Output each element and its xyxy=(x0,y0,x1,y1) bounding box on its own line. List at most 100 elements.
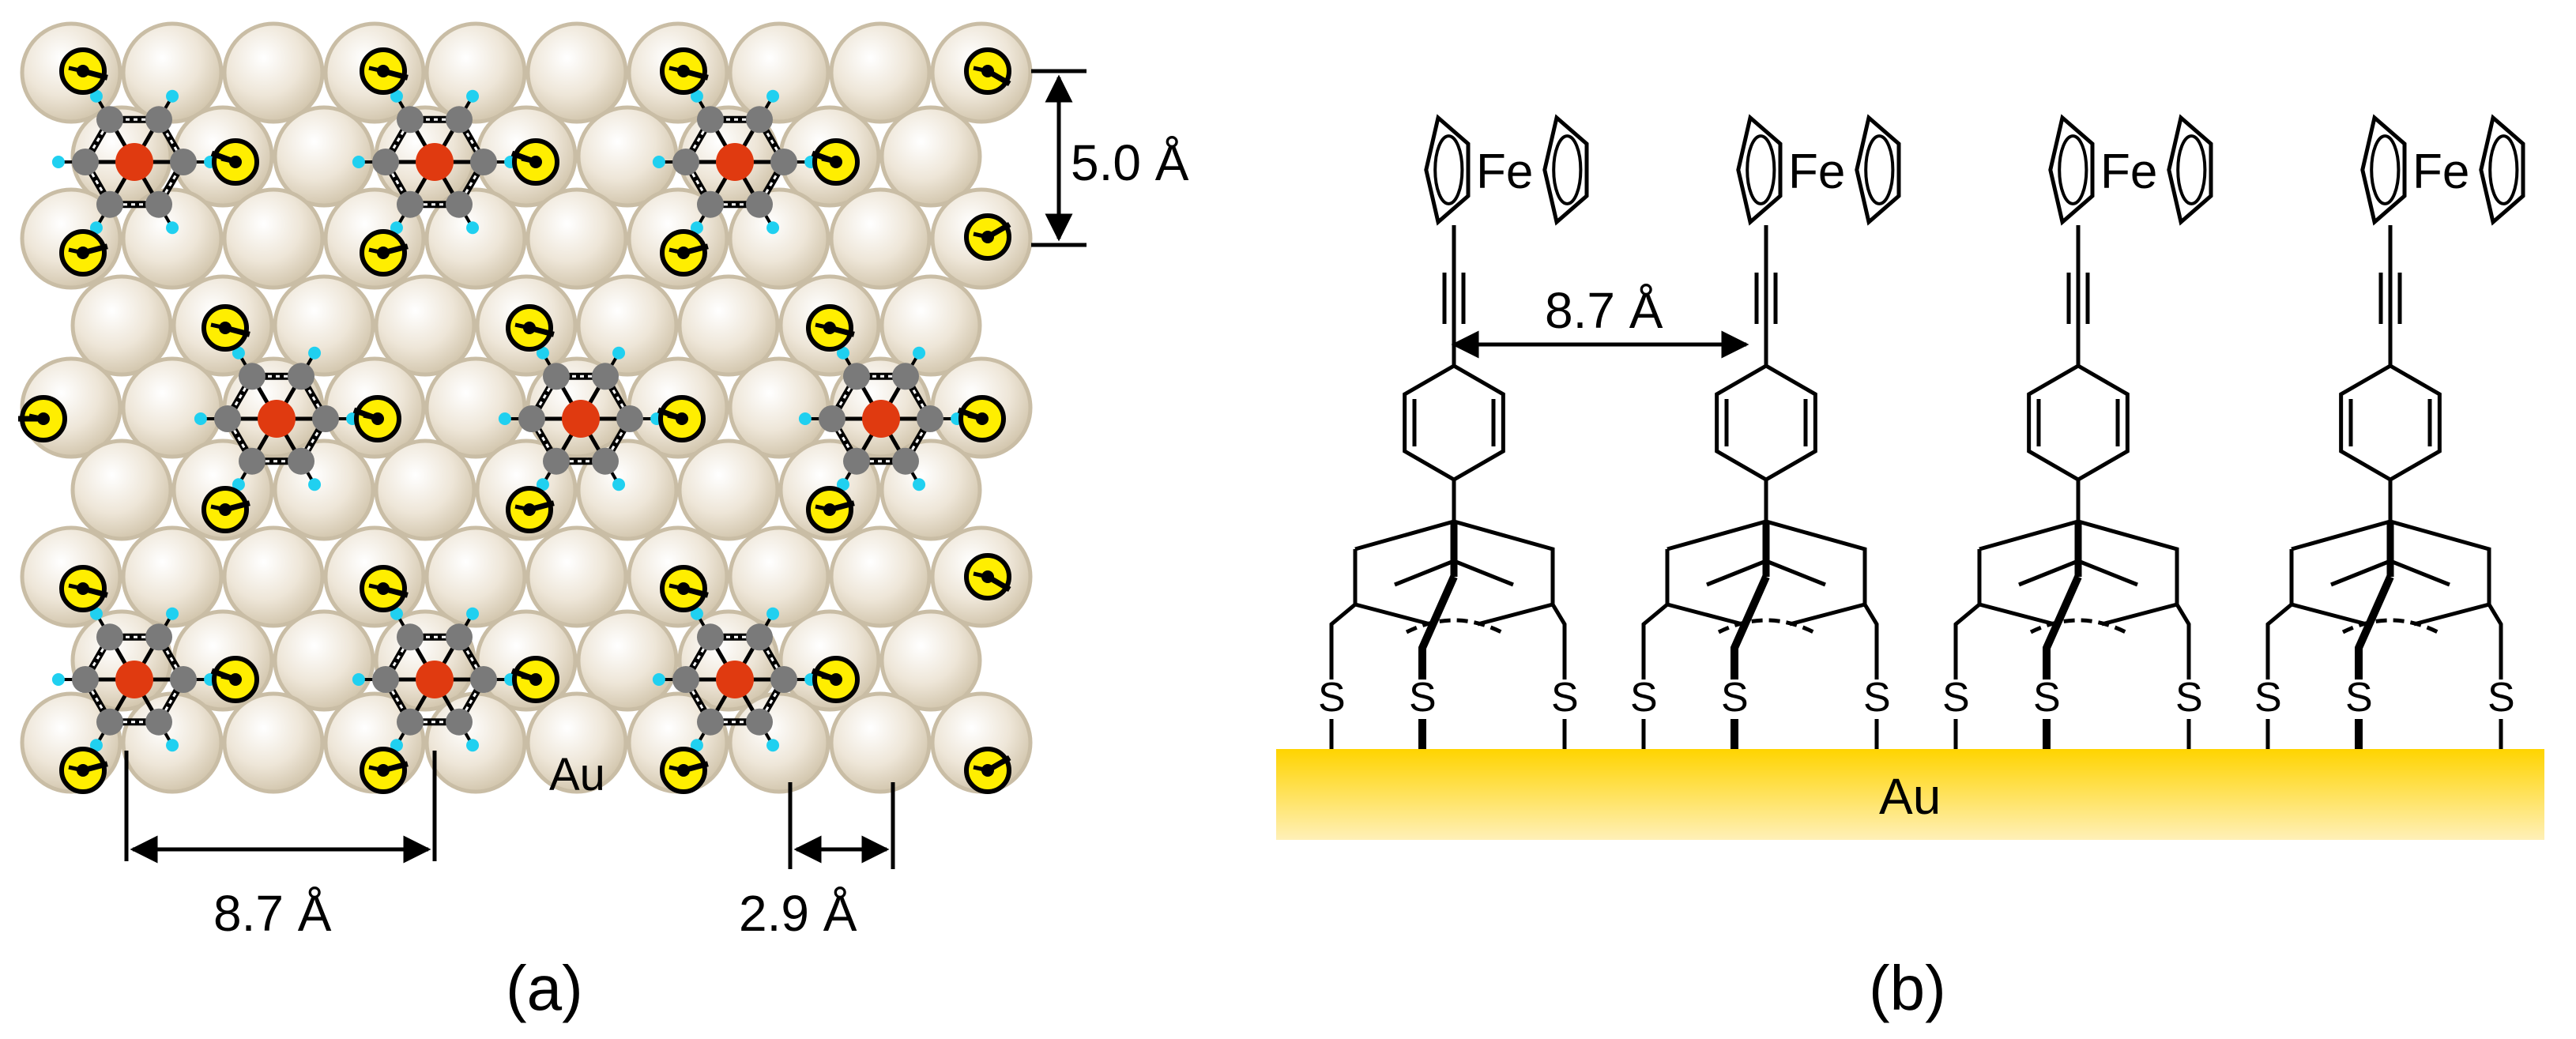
carbon-atom xyxy=(96,708,123,736)
hydrogen-atom xyxy=(466,89,480,103)
gold-atom xyxy=(222,187,325,290)
sulfur-atom xyxy=(806,304,855,352)
hydrogen-atom xyxy=(690,89,703,103)
gold-atom xyxy=(374,274,476,377)
iron-label: Fe xyxy=(2412,145,2469,199)
hydrogen-atom xyxy=(652,673,665,686)
iron-atom xyxy=(416,143,454,181)
carbon-atom xyxy=(672,149,699,175)
tripod-leg xyxy=(2487,603,2503,679)
cyclopentadienyl-ring xyxy=(2167,114,2213,226)
sulfur-label: S xyxy=(1863,675,1891,721)
hydrogen-atom xyxy=(466,739,480,752)
sulfur-label: S xyxy=(2175,675,2203,721)
carbon-atom xyxy=(819,405,845,432)
atom-spacing-dimension: 2.9 Å xyxy=(739,782,895,942)
sulfur-label: S xyxy=(2033,675,2061,721)
adsorbed-molecule xyxy=(51,565,259,794)
panel-a-substrate-label: Au xyxy=(549,749,605,800)
carbon-atom xyxy=(697,106,724,134)
sulfur-atom xyxy=(510,656,559,703)
carbon-atom xyxy=(72,666,99,693)
adsorbed-molecule xyxy=(652,565,860,794)
gold-atom xyxy=(424,21,527,124)
carbon-atom xyxy=(697,623,724,651)
gold-atom xyxy=(222,21,325,124)
sulfur-label: S xyxy=(1409,675,1437,721)
carbon-atom xyxy=(543,447,570,475)
sulfur-atom xyxy=(964,47,1011,95)
adsorbed-molecule xyxy=(798,304,1006,533)
hydrogen-atom xyxy=(352,156,365,168)
carbon-atom xyxy=(446,190,473,218)
sulfur-atom xyxy=(59,747,108,794)
iron-label: Fe xyxy=(1788,145,1845,199)
sulfur-atom xyxy=(201,486,250,533)
iron-atom xyxy=(115,661,153,698)
hydrogen-atom xyxy=(166,221,179,235)
tripod-leg xyxy=(1418,574,1458,679)
phenyl-ring xyxy=(2027,363,2130,482)
cyclopentadienyl-ring xyxy=(1855,114,1901,226)
carbon-atom xyxy=(145,623,172,651)
gold-atom xyxy=(70,439,173,541)
carbon-atom xyxy=(72,149,99,175)
hydrogen-atom xyxy=(466,607,480,620)
hydrogen-atom xyxy=(352,673,365,686)
hydrogen-atom xyxy=(498,412,511,425)
adamantane-cage xyxy=(1979,519,2179,627)
gold-substrate-slab xyxy=(1276,749,2544,840)
sulfur-atom xyxy=(360,47,409,95)
gold-atom xyxy=(728,525,830,628)
hydrogen-atom xyxy=(89,607,103,620)
gold-atom xyxy=(728,21,830,124)
carbon-atom xyxy=(145,106,172,134)
hydrogen-atom xyxy=(536,346,549,360)
gold-atom xyxy=(525,187,628,290)
hydrogen-atom xyxy=(766,221,780,235)
adsorbed-molecule xyxy=(194,304,401,533)
hydrogen-atom xyxy=(166,607,179,620)
adsorbed-molecule xyxy=(51,47,259,277)
tripod-leg xyxy=(2175,603,2191,679)
sulfur-atom xyxy=(506,304,555,352)
carbon-atom xyxy=(239,447,266,475)
row-spacing-dimension: 5.0 Å xyxy=(1031,69,1189,247)
sulfur-atom xyxy=(59,229,108,277)
sulfur-atom xyxy=(811,656,860,703)
hydrogen-atom xyxy=(836,346,849,360)
edge-sulfur xyxy=(18,395,67,442)
gold-atom xyxy=(424,525,527,628)
gold-atom xyxy=(576,609,679,712)
carbon-atom xyxy=(616,405,643,432)
hydrogen-atom xyxy=(612,346,626,360)
hydrogen-atom xyxy=(166,739,179,752)
carbon-atom xyxy=(372,149,399,175)
gold-atom xyxy=(70,274,173,377)
adsorbed-molecule xyxy=(652,47,860,277)
adamantane-cage xyxy=(1354,519,1555,627)
sulfur-atom xyxy=(201,304,250,352)
tripod-leg xyxy=(1862,603,1879,679)
phenyl-ring xyxy=(1403,363,1505,482)
gold-atom xyxy=(525,691,628,794)
gold-atom xyxy=(121,525,224,628)
sulfur-label: S xyxy=(1318,675,1346,721)
carbon-atom xyxy=(770,666,797,693)
hydrogen-atom xyxy=(308,346,322,360)
gold-atom xyxy=(728,691,830,794)
gold-atom xyxy=(222,691,325,794)
gold-atom xyxy=(121,187,224,290)
carbon-atom xyxy=(96,190,123,218)
iron-atom xyxy=(716,661,754,698)
iron-atom xyxy=(258,400,296,438)
gold-atom xyxy=(829,187,932,290)
hydrogen-atom xyxy=(390,89,403,103)
hydrogen-atom xyxy=(913,478,926,491)
gold-atom xyxy=(273,274,375,377)
gold-atom xyxy=(525,525,628,628)
cyclopentadienyl-ring xyxy=(2048,114,2095,226)
carbon-atom xyxy=(470,149,497,175)
hydrogen-atom xyxy=(913,346,926,360)
